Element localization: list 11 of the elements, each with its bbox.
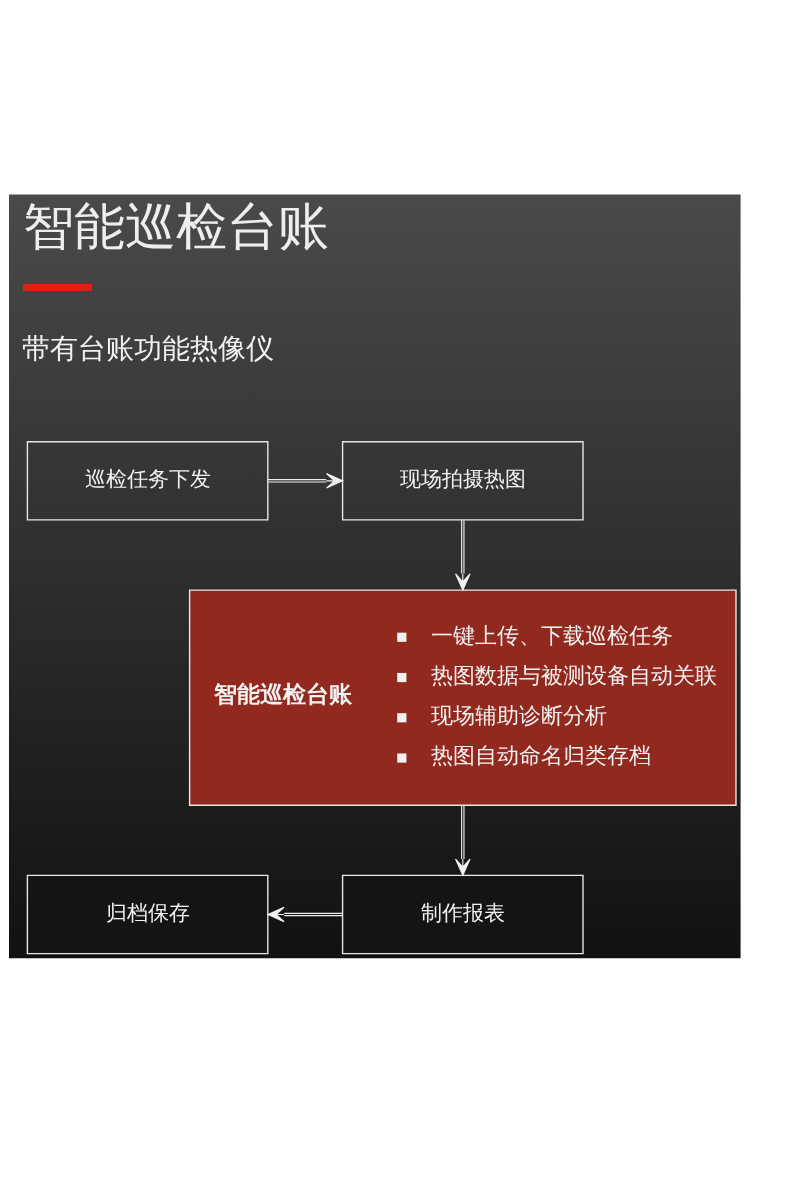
node-box: 归档保存 <box>26 874 268 954</box>
arrow <box>266 472 343 489</box>
label: 带有台账功能热像仪 <box>21 331 274 365</box>
node-box: 巡检任务下发 <box>26 440 268 521</box>
arrow <box>266 906 343 922</box>
node-box: 现场拍摄热图 <box>341 440 584 521</box>
node-box: 智能巡检台账 一键上传、下载巡检任务 热图数据与被测设备自动关联 现场辅助诊断分析 热图自动命名归类存档 <box>188 588 737 806</box>
diagram-title: 智能巡检台账 <box>22 196 329 256</box>
node-box: 制作报表 <box>341 874 584 954</box>
arrow <box>454 804 471 876</box>
arrow <box>454 519 471 590</box>
